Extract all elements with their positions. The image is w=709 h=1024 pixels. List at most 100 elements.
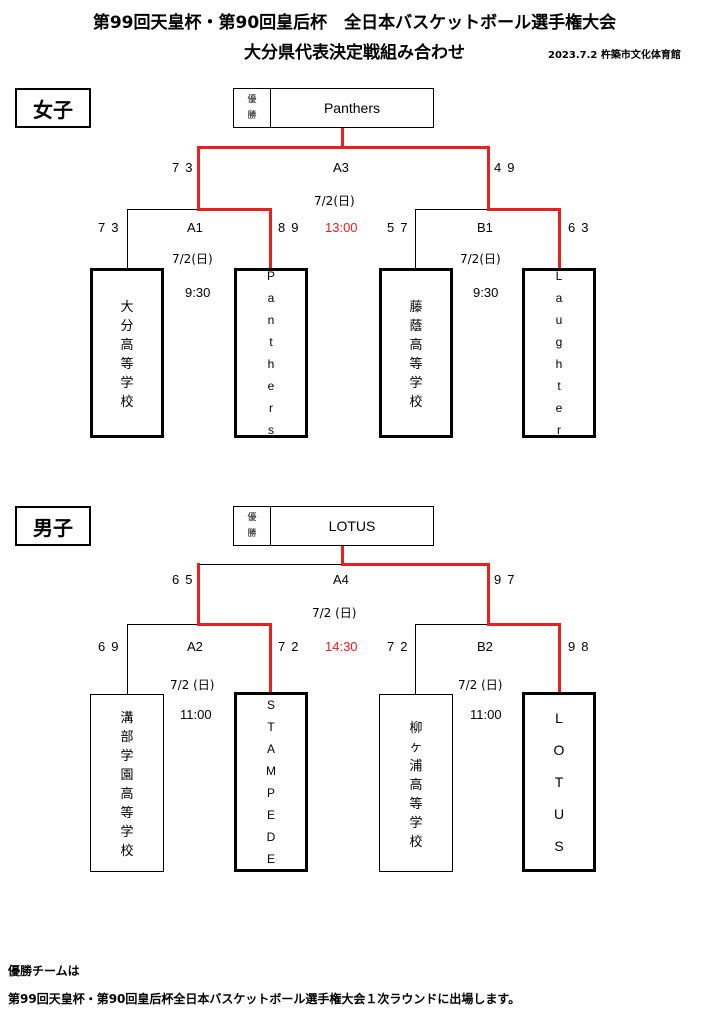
team-name-char: 高: [409, 777, 423, 793]
team-name-char: T: [267, 720, 275, 734]
team-name-char: a: [267, 291, 275, 305]
women-team-oita: 大分 高等 学校: [90, 268, 164, 438]
team-name-char: P: [266, 786, 275, 800]
bracket-line: [197, 563, 200, 625]
bracket-line: [487, 623, 561, 626]
footer-note-line2: 第99回天皇杯・第90回皇后杯全日本バスケットボール選手権大会１次ラウンドに出場…: [8, 992, 521, 1006]
team-name-char: S: [266, 698, 275, 712]
bracket-line: [341, 546, 344, 566]
men-team-mizobe: 溝部 学園 高等 学校: [90, 694, 164, 872]
women-section-label: 女子: [15, 88, 91, 128]
team-name-char: u: [555, 313, 563, 327]
team-name-char: e: [555, 401, 563, 415]
team-name-char: 高: [120, 787, 134, 802]
bracket-line: [197, 623, 271, 626]
team-name-char: 学: [120, 749, 134, 764]
men-semi-right-right-score: 98: [568, 639, 595, 654]
women-final-left-score: 73: [172, 160, 199, 175]
men-final-left-score: 65: [172, 572, 199, 587]
men-champion-name: LOTUS: [328, 518, 376, 534]
team-name-char: A: [266, 742, 275, 756]
women-team-touin: 藤蔭 高等 学校: [379, 268, 453, 438]
women-semi-right-right-score: 63: [568, 220, 595, 235]
men-semi-left-code: A2: [187, 639, 203, 654]
team-name-char: 高: [409, 338, 423, 353]
team-name-char: 学: [120, 376, 134, 391]
bracket-line: [127, 624, 128, 694]
women-semi-right-date: 7/2(日): [460, 252, 501, 266]
champion-tag: 優 勝: [234, 507, 271, 545]
team-name-char: t: [557, 379, 561, 393]
team-name-char: 校: [409, 395, 423, 410]
women-final-code: A3: [333, 160, 349, 175]
bracket-line: [127, 624, 199, 625]
team-name-char: s: [268, 423, 274, 437]
page-title: 第99回天皇杯・第90回皇后杯 全日本バスケットボール選手権大会: [92, 13, 617, 33]
team-name-char: E: [266, 852, 275, 866]
team-name-char: O: [553, 742, 565, 758]
team-name-char: D: [266, 830, 276, 844]
bracket-line: [415, 209, 416, 269]
team-name-char: 柳: [409, 720, 423, 736]
team-name-char: n: [267, 313, 275, 327]
women-final-time: 13:00: [325, 220, 358, 235]
bracket-line: [198, 564, 343, 565]
team-name-char: U: [553, 806, 565, 822]
men-semi-left-time: 11:00: [180, 707, 212, 722]
team-name-char: ヶ: [409, 739, 423, 755]
bracket-line: [487, 563, 490, 625]
team-name-char: e: [267, 379, 275, 393]
men-semi-left-left-score: 69: [98, 639, 125, 654]
team-name-char: 校: [120, 395, 134, 410]
team-name-char: E: [266, 808, 275, 822]
page-subtitle: 大分県代表決定戦組み合わせ: [244, 43, 465, 63]
date-venue: 2023.7.2 杵築市文化体育館: [548, 50, 681, 61]
champion-tag: 優 勝: [234, 89, 271, 127]
bracket-line: [197, 146, 489, 149]
men-semi-right-date: 7/2 (日): [458, 678, 503, 692]
team-name-char: 大: [120, 300, 134, 315]
team-name-char: 等: [409, 796, 423, 812]
team-name-char: L: [555, 710, 563, 726]
bracket-line: [415, 624, 416, 694]
team-name-char: t: [269, 335, 273, 349]
women-semi-left-date: 7/2(日): [172, 252, 213, 266]
team-name-char: 学: [409, 376, 423, 391]
team-name-char: 浦: [409, 758, 423, 774]
bracket-line: [127, 209, 199, 210]
team-name-char: 学: [409, 815, 423, 831]
team-name-char: 分: [120, 319, 134, 334]
bracket-line: [415, 624, 489, 625]
bracket-line: [415, 209, 489, 210]
men-final-date: 7/2 (日): [312, 606, 357, 620]
team-name-char: r: [269, 401, 273, 415]
team-name-char: h: [267, 357, 275, 371]
team-name-char: 部: [120, 730, 134, 745]
team-name-char: 校: [409, 834, 423, 850]
men-semi-right-code: B2: [477, 639, 493, 654]
team-name-char: 等: [409, 357, 423, 372]
team-name-char: 園: [120, 768, 134, 783]
men-final-right-score: 97: [494, 572, 521, 587]
women-champion-name: Panthers: [323, 100, 381, 116]
women-final-right-score: 49: [494, 160, 521, 175]
team-name-char: 高: [120, 338, 134, 353]
men-champion-box: 優 勝 LOTUS: [233, 506, 434, 546]
bracket-line: [341, 128, 344, 148]
bracket-line: [487, 208, 561, 211]
team-name-char: 等: [120, 806, 134, 821]
bracket-line: [341, 563, 489, 566]
men-final-code: A4: [333, 572, 349, 587]
women-semi-right-code: B1: [477, 220, 493, 235]
men-semi-left-date: 7/2 (日): [170, 678, 215, 692]
bracket-line: [197, 146, 200, 210]
women-semi-left-time: 9:30: [185, 285, 211, 300]
women-semi-right-left-score: 57: [387, 220, 414, 235]
team-name-char: g: [555, 335, 563, 349]
team-name-char: a: [555, 291, 563, 305]
women-champion-box: 優 勝 Panthers: [233, 88, 434, 128]
team-name-char: 溝: [120, 711, 134, 726]
